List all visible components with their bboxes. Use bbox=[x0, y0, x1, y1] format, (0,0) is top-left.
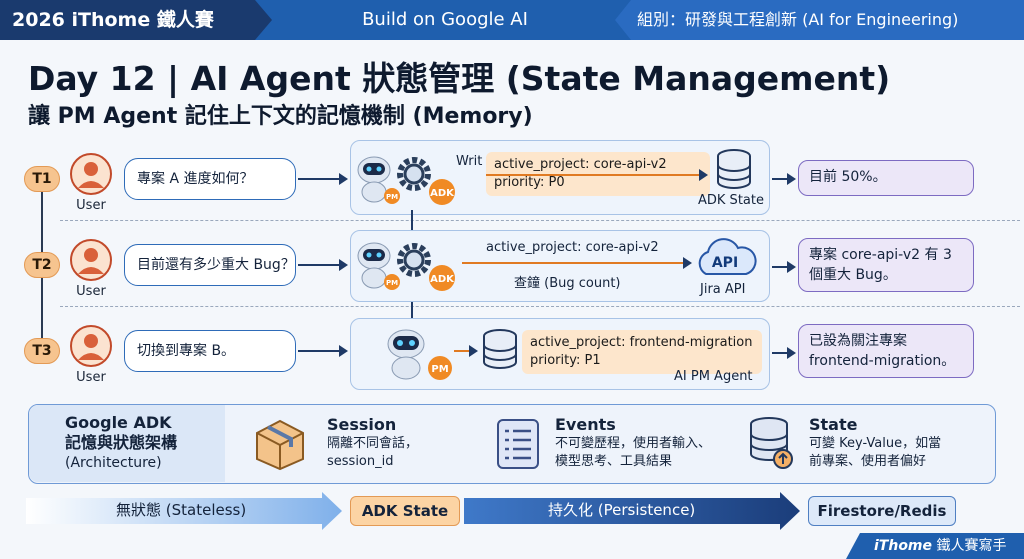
gear-icon bbox=[397, 157, 431, 191]
database-icon bbox=[717, 149, 751, 189]
user-label: User bbox=[76, 370, 106, 385]
svg-text:ADK: ADK bbox=[430, 274, 455, 285]
database-icon bbox=[483, 329, 517, 369]
response-t3: 已設為關注專案 frontend-migration。 bbox=[798, 324, 974, 378]
architecture-title3: (Architecture) bbox=[65, 455, 162, 471]
footer-logo: iThome bbox=[874, 538, 933, 554]
query-label: 查鐘 (Bug count) bbox=[514, 276, 621, 291]
question-bubble-t3: 切換到專案 B。 bbox=[124, 330, 296, 372]
user-label: User bbox=[76, 198, 106, 213]
user-icon bbox=[70, 239, 112, 281]
row-separator bbox=[60, 306, 1020, 307]
turn-badge-t1: T1 bbox=[24, 166, 60, 192]
memory-note-t3: active_project: frontend-migration prior… bbox=[522, 330, 762, 374]
svg-text:ADK: ADK bbox=[430, 188, 455, 199]
arrow-to-agent bbox=[298, 259, 348, 271]
question-bubble-t2: 目前還有多少重大 Bug？ bbox=[124, 244, 296, 286]
flow-stateless: 無狀態 (Stateless) bbox=[116, 501, 247, 519]
robot-gear-adk-icon: PM ADK bbox=[357, 156, 455, 205]
svg-text:API: API bbox=[712, 255, 738, 271]
user-avatar-t2: User bbox=[66, 238, 116, 299]
svg-text:PM: PM bbox=[386, 193, 398, 201]
footer-text: 鐵人賽寫手 bbox=[936, 538, 1007, 554]
turn-badge-t2: T2 bbox=[24, 252, 60, 278]
target-label-t3: AI PM Agent bbox=[674, 369, 753, 384]
question-bubble-t1: 專案 A 進度如何？ bbox=[124, 158, 296, 200]
flow-persistence: 持久化 (Persistence) bbox=[548, 501, 696, 519]
memory-line: priority: P0 bbox=[494, 175, 565, 190]
list-icon bbox=[497, 419, 539, 469]
gear-icon bbox=[397, 243, 431, 277]
flow-store: Firestore/Redis bbox=[808, 496, 956, 526]
event-theme: Build on Google AI bbox=[362, 9, 528, 30]
arrow-to-response bbox=[772, 173, 796, 185]
state-carry-arrow bbox=[411, 296, 413, 326]
arrow-to-response bbox=[772, 261, 796, 273]
target-label-t2: Jira API bbox=[700, 282, 746, 297]
svg-text:PM: PM bbox=[386, 279, 398, 287]
arch-item-events: Events 不可變歷程，使用者輸入、 模型思考、工具結果 bbox=[555, 415, 712, 469]
robot-gear-adk-icon: PM ADK bbox=[357, 242, 455, 291]
stateless-arrow bbox=[26, 492, 342, 530]
page-title: Day 12 | AI Agent 狀態管理 (State Management… bbox=[28, 59, 891, 98]
architecture-heading: Google ADK 記憶與狀態架構 (Architecture) bbox=[29, 405, 225, 482]
state-carry-arrow bbox=[411, 210, 413, 238]
memory-line: active_project: core-api-v2 bbox=[494, 157, 667, 172]
persistence-arrow bbox=[464, 492, 800, 530]
cloud-api-icon: API bbox=[698, 238, 757, 275]
response-t1: 目前 50%。 bbox=[798, 160, 974, 196]
architecture-title2: 記憶與狀態架構 bbox=[65, 433, 178, 452]
query-arrow bbox=[462, 257, 692, 269]
user-avatar-t3: User bbox=[66, 324, 116, 385]
event-category: 組別：研發與工程創新 (AI for Engineering) bbox=[615, 0, 1024, 40]
arch-item-session: Session 隔離不同會話， session_id bbox=[327, 415, 419, 469]
footer-brand: iThome 鐵人賽寫手 bbox=[846, 533, 1024, 559]
user-label: User bbox=[76, 284, 106, 299]
box-icon bbox=[256, 419, 304, 471]
memory-line: active_project: frontend-migration bbox=[530, 335, 753, 350]
architecture-panel: Google ADK 記憶與狀態架構 (Architecture) Sessio… bbox=[28, 404, 996, 484]
page-subtitle: 讓 PM Agent 記住上下文的記憶機制 (Memory) bbox=[28, 104, 533, 129]
architecture-title: Google ADK bbox=[65, 413, 172, 432]
user-icon bbox=[70, 325, 112, 367]
flow-adk-state: ADK State bbox=[350, 496, 460, 526]
robot-icon bbox=[387, 329, 425, 380]
robot-icon bbox=[357, 242, 391, 289]
header-bar: 2026 iThome 鐵人賽 Build on Google AI 組別：研發… bbox=[0, 0, 1024, 40]
arrow-to-agent bbox=[298, 345, 348, 357]
turn-badge-t3: T3 bbox=[24, 338, 60, 364]
robot-icon bbox=[357, 156, 391, 203]
arrow-to-response bbox=[772, 347, 796, 359]
write-arrow bbox=[454, 345, 478, 357]
write-arrow bbox=[486, 169, 708, 181]
memory-line: priority: P1 bbox=[530, 353, 601, 368]
arch-item-state: State 可變 Key-Value，如當 前專案、使用者偏好 bbox=[809, 415, 942, 469]
row-separator bbox=[60, 220, 1020, 221]
robot-pm-icon: PM bbox=[387, 329, 452, 380]
database-icon bbox=[750, 417, 793, 469]
write-label: Writ bbox=[456, 154, 483, 169]
response-t2: 專案 core-api-v2 有 3 個重大 Bug。 bbox=[798, 238, 974, 292]
memory-read-label: active_project: core-api-v2 bbox=[486, 240, 659, 255]
event-title: 2026 iThome 鐵人賽 bbox=[0, 0, 272, 40]
arrow-to-agent bbox=[298, 173, 348, 185]
user-avatar-t1: User bbox=[66, 152, 116, 213]
svg-text:PM: PM bbox=[431, 364, 448, 375]
target-label-t1: ADK State bbox=[698, 193, 764, 208]
user-icon bbox=[70, 153, 112, 195]
